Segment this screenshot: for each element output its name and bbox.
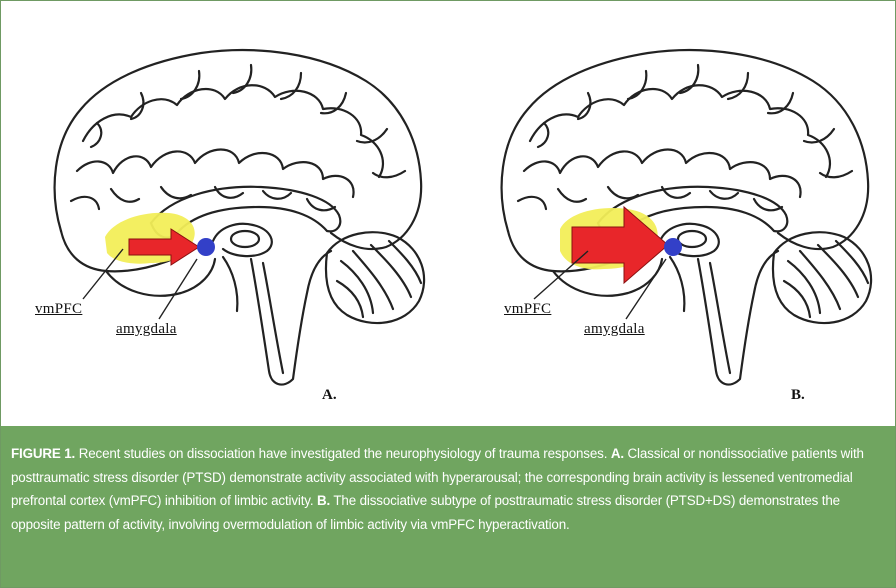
panel-a: vmPFC amygdala A. — [1, 1, 448, 425]
amygdala-region-b — [664, 238, 682, 256]
brain-illustration-b — [448, 1, 895, 425]
panel-b: vmPFC amygdala B. — [448, 1, 895, 425]
figure-caption: FIGURE 1. Recent studies on dissociation… — [1, 426, 895, 587]
vmpfc-label-b: vmPFC — [504, 301, 551, 318]
amygdala-label-b: amygdala — [584, 321, 645, 338]
amygdala-region-a — [197, 238, 215, 256]
figure-label: FIGURE 1. — [11, 446, 75, 461]
figure-panels: vmPFC amygdala A. — [1, 1, 895, 425]
brain-illustration-a — [1, 1, 448, 425]
caption-b-label: B. — [317, 493, 330, 508]
panel-letter-b: B. — [791, 387, 805, 404]
caption-text-1: Recent studies on dissociation have inve… — [75, 446, 611, 461]
amygdala-label-a: amygdala — [116, 321, 177, 338]
vmpfc-label-a: vmPFC — [35, 301, 82, 318]
panel-letter-a: A. — [322, 387, 337, 404]
caption-a-label: A. — [611, 446, 624, 461]
